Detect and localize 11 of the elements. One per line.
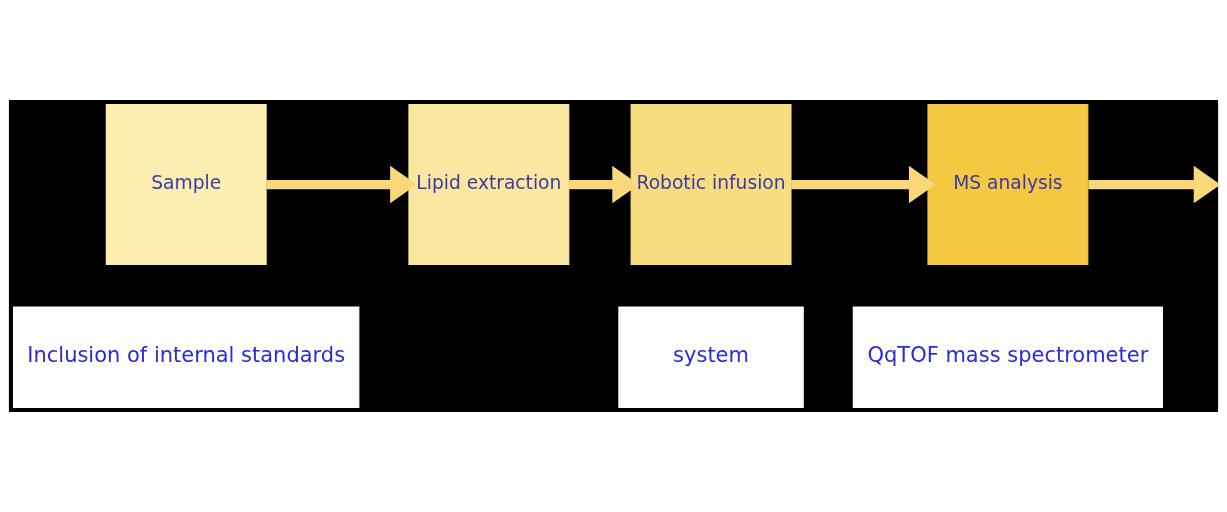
arrow (568, 165, 640, 204)
arrow (266, 165, 417, 204)
node-box: system (618, 306, 804, 408)
node-box: Sample (105, 104, 267, 266)
node-box: Robotic infusion (630, 104, 792, 266)
node-box: QqTOF mass spectrometer (852, 306, 1163, 408)
node-box: Lipid extraction (408, 104, 570, 266)
node-box: MS analysis (927, 104, 1089, 266)
node-box: Inclusion of internal standards (13, 306, 360, 408)
arrow (1088, 165, 1219, 204)
arrow (791, 165, 936, 204)
